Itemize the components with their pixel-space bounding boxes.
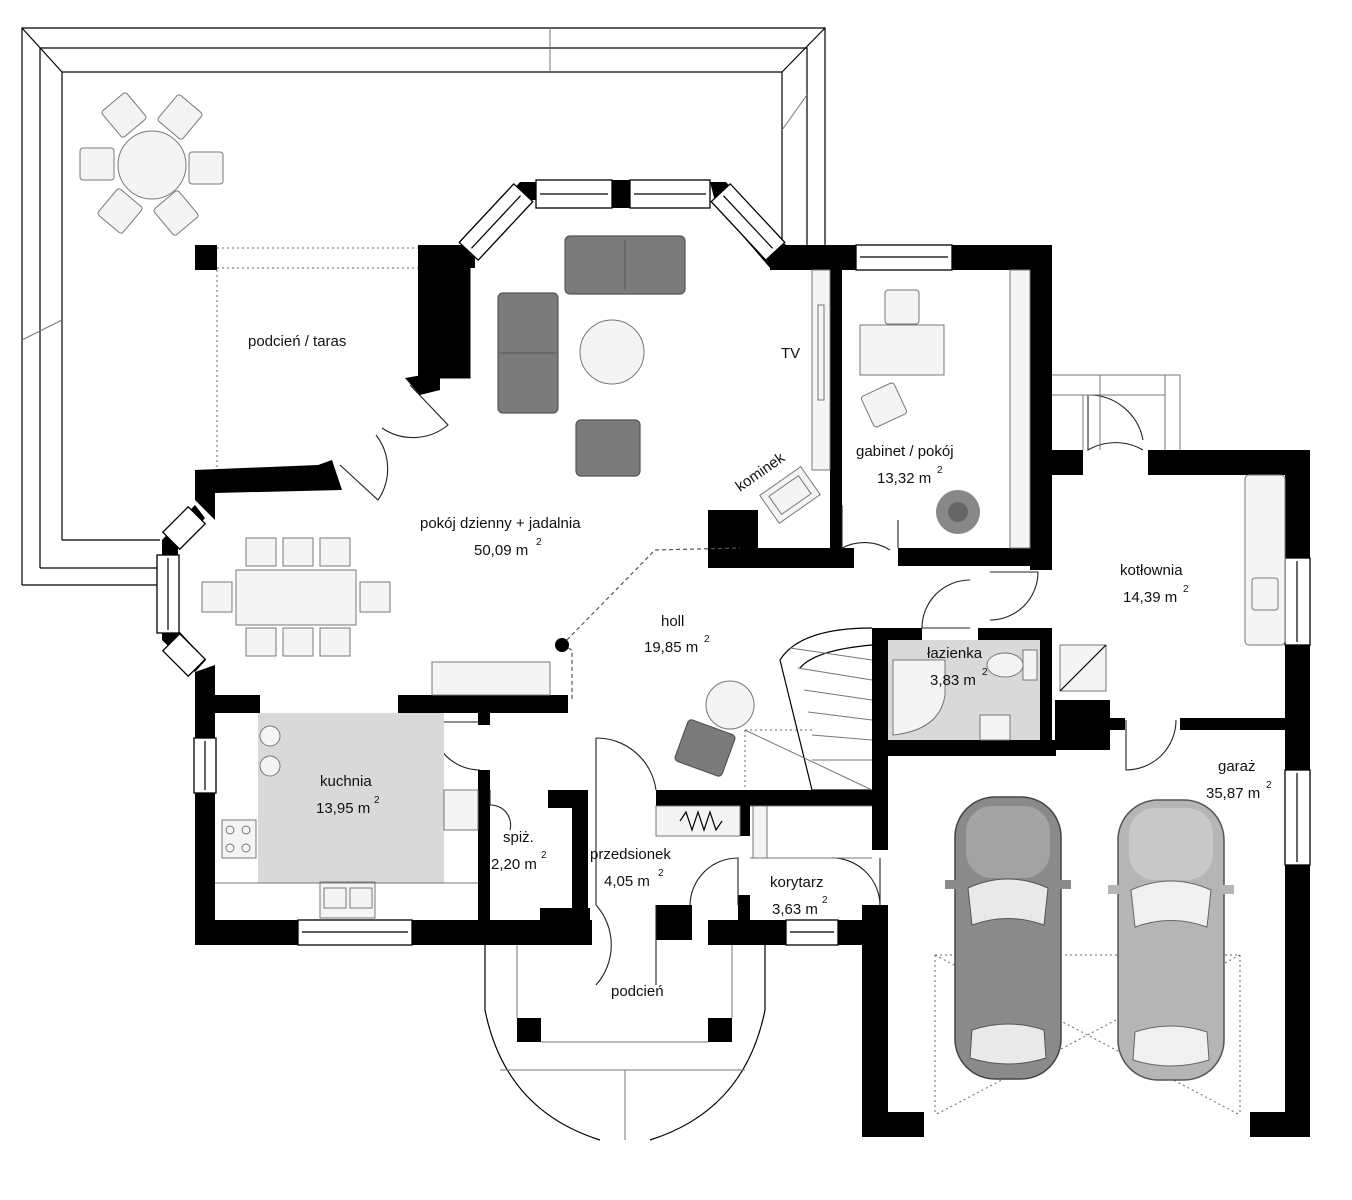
- room-label-podcien: podcień: [611, 983, 664, 1000]
- room-area-spiz: 2,20 m: [491, 856, 537, 873]
- room-area-kotlownia: 14,39 m: [1123, 589, 1177, 606]
- windows: [156, 179, 1311, 946]
- room-area-pokoj-dzienny: 50,09 m: [474, 542, 528, 559]
- outdoor-table-set: [79, 92, 224, 236]
- room-label-lazienka: łazienka: [927, 645, 983, 662]
- sup-pokoj-dzienny: 2: [536, 537, 542, 548]
- sup-spiz: 2: [541, 850, 547, 861]
- room-area-garaz: 35,87 m: [1206, 785, 1260, 802]
- terrace-outline: [21, 27, 826, 586]
- sup-lazienka: 2: [982, 667, 988, 678]
- sup-korytarz: 2: [822, 895, 828, 906]
- porch-terrace-frame: [195, 245, 418, 470]
- walls: [162, 180, 1310, 1137]
- sup-holl: 2: [704, 634, 710, 645]
- tv-label: TV: [781, 345, 800, 362]
- kitchen: [215, 713, 479, 919]
- boiler-room-fixtures: [1059, 474, 1286, 692]
- car-right-icon: [1108, 799, 1234, 1081]
- sup-gabinet: 2: [937, 465, 943, 476]
- room-area-gabinet: 13,32 m: [877, 470, 931, 487]
- room-label-podcien-taras: podcień / taras: [248, 333, 346, 350]
- car-left-icon: [945, 796, 1071, 1080]
- room-label-gabinet: gabinet / pokój: [856, 443, 954, 460]
- room-area-holl: 19,85 m: [644, 639, 698, 656]
- sup-garaz: 2: [1266, 780, 1272, 791]
- room-area-przedsionek: 4,05 m: [604, 873, 650, 890]
- bathroom: [888, 640, 1040, 741]
- room-label-kotlownia: kotłownia: [1120, 562, 1183, 579]
- living-furniture: [201, 235, 831, 777]
- room-area-kuchnia: 13,95 m: [316, 800, 370, 817]
- room-label-przedsionek: przedsionek: [590, 846, 671, 863]
- room-label-kuchnia: kuchnia: [320, 773, 372, 790]
- outside-stairs: [1052, 374, 1181, 450]
- room-label-pokoj-dzienny: pokój dzienny + jadalnia: [420, 515, 581, 532]
- room-label-spiz: spiż.: [503, 829, 534, 846]
- entry-closet: [655, 805, 768, 859]
- internal-stairs: [744, 627, 873, 859]
- room-area-korytarz: 3,63 m: [772, 901, 818, 918]
- sup-kotlownia: 2: [1183, 584, 1189, 595]
- entry-steps: [484, 945, 766, 1141]
- sup-kuchnia: 2: [374, 795, 380, 806]
- room-label-garaz: garaż: [1218, 758, 1256, 775]
- room-label-holl: holl: [661, 613, 684, 630]
- room-label-korytarz: korytarz: [770, 874, 823, 891]
- plant-icon: [936, 490, 980, 534]
- room-labels: podcień / taras pokój dzienny + jadalnia…: [248, 333, 1272, 1000]
- sup-przedsionek: 2: [658, 868, 664, 879]
- office-furniture: [859, 269, 1031, 549]
- room-area-lazienka: 3,83 m: [930, 672, 976, 689]
